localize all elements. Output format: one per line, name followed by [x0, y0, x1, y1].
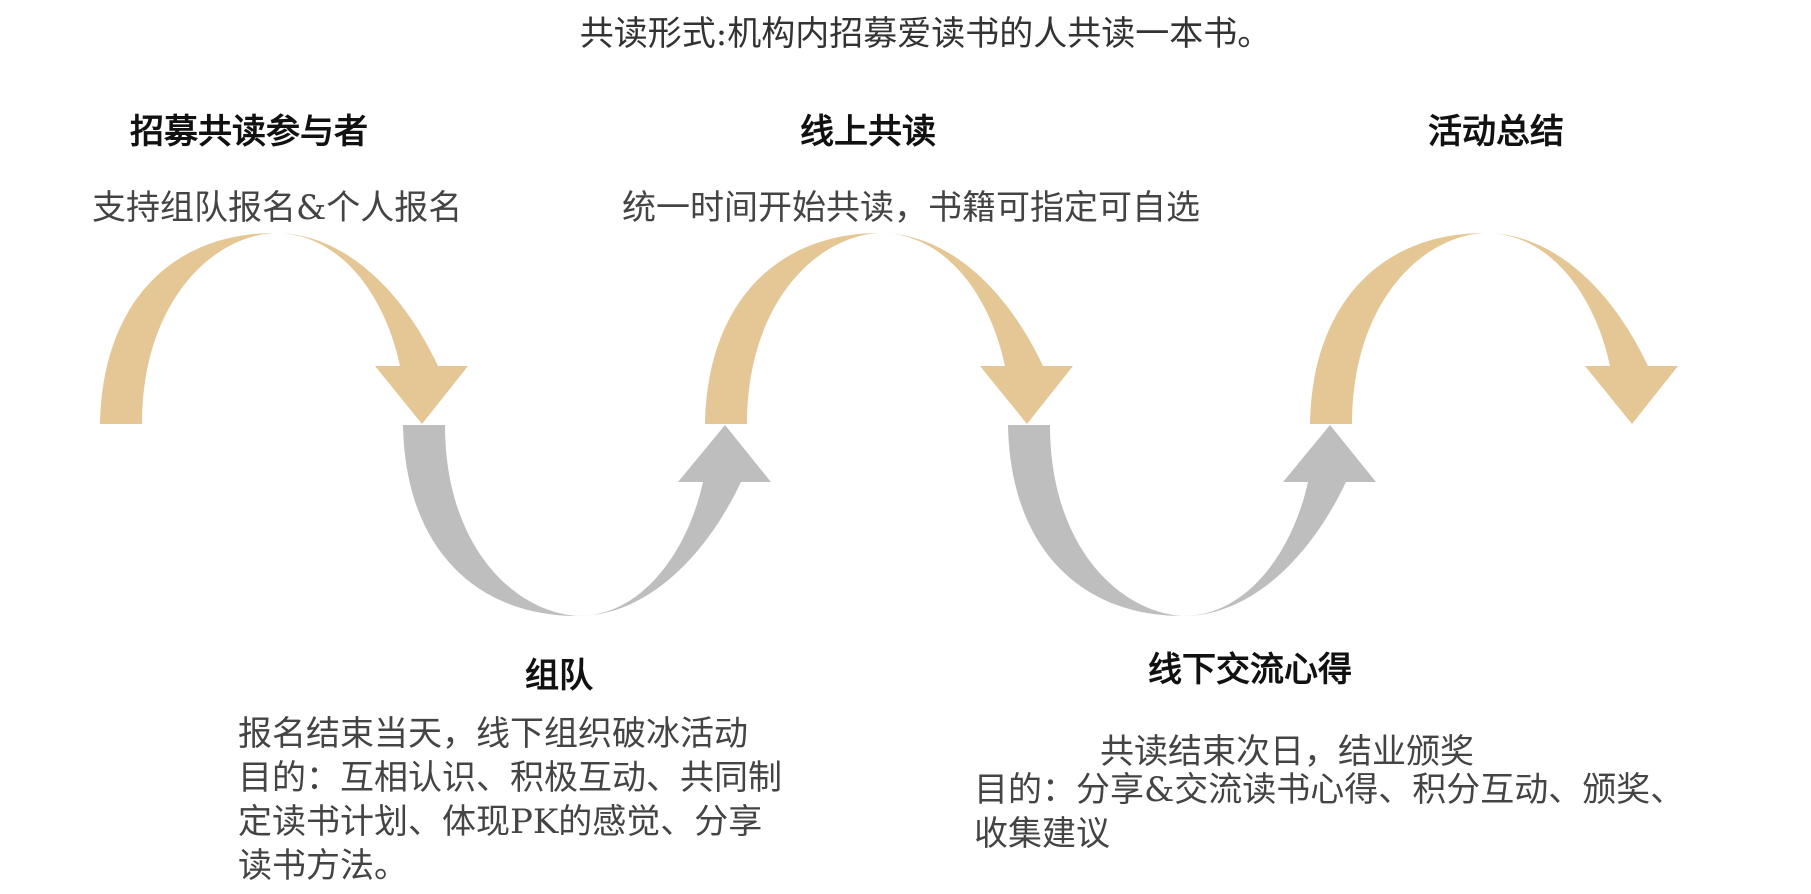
step-desc-team-line: 定读书计划、体现PK的感觉、分享 — [238, 802, 763, 842]
step-title-summary: 活动总结 — [1428, 112, 1564, 152]
step-desc-recruit: 支持组队报名&个人报名 — [92, 188, 463, 228]
step-desc-team-line: 目的：互相认识、积极互动、共同制 — [238, 758, 782, 798]
lower-arrow-1 — [403, 425, 771, 616]
step-title-offline-exchange: 线下交流心得 — [1148, 650, 1352, 690]
upper-arrow-3 — [1310, 233, 1678, 424]
step-desc-team-line: 报名结束当天，线下组织破冰活动 — [238, 714, 748, 754]
upper-arrow-2 — [705, 233, 1073, 424]
step-desc-team: 报名结束当天，线下组织破冰活动 目的：互相认识、积极互动、共同制 定读书计划、体… — [238, 712, 782, 888]
step-desc-offline-exchange-line: 收集建议 — [974, 814, 1110, 854]
step-desc-offline-exchange-line: 目的：分享&交流读书心得、积分互动、颁奖、 — [974, 770, 1685, 810]
step-desc-offline-exchange-line1: 共读结束次日，结业颁奖 — [1100, 732, 1474, 772]
step-desc-online-reading: 统一时间开始共读，书籍可指定可自选 — [622, 188, 1200, 228]
page-title: 共读形式:机构内招募爱读书的人共读一本书。 — [579, 14, 1272, 54]
step-title-recruit: 招募共读参与者 — [130, 112, 368, 152]
step-desc-offline-exchange: 目的：分享&交流读书心得、积分互动、颁奖、 收集建议 — [974, 768, 1684, 856]
lower-arrow-2 — [1008, 425, 1376, 616]
step-desc-team-line: 读书方法。 — [238, 846, 408, 886]
step-title-online-reading: 线上共读 — [800, 112, 936, 152]
upper-arrow-1 — [100, 233, 468, 424]
step-title-team: 组队 — [525, 656, 593, 696]
